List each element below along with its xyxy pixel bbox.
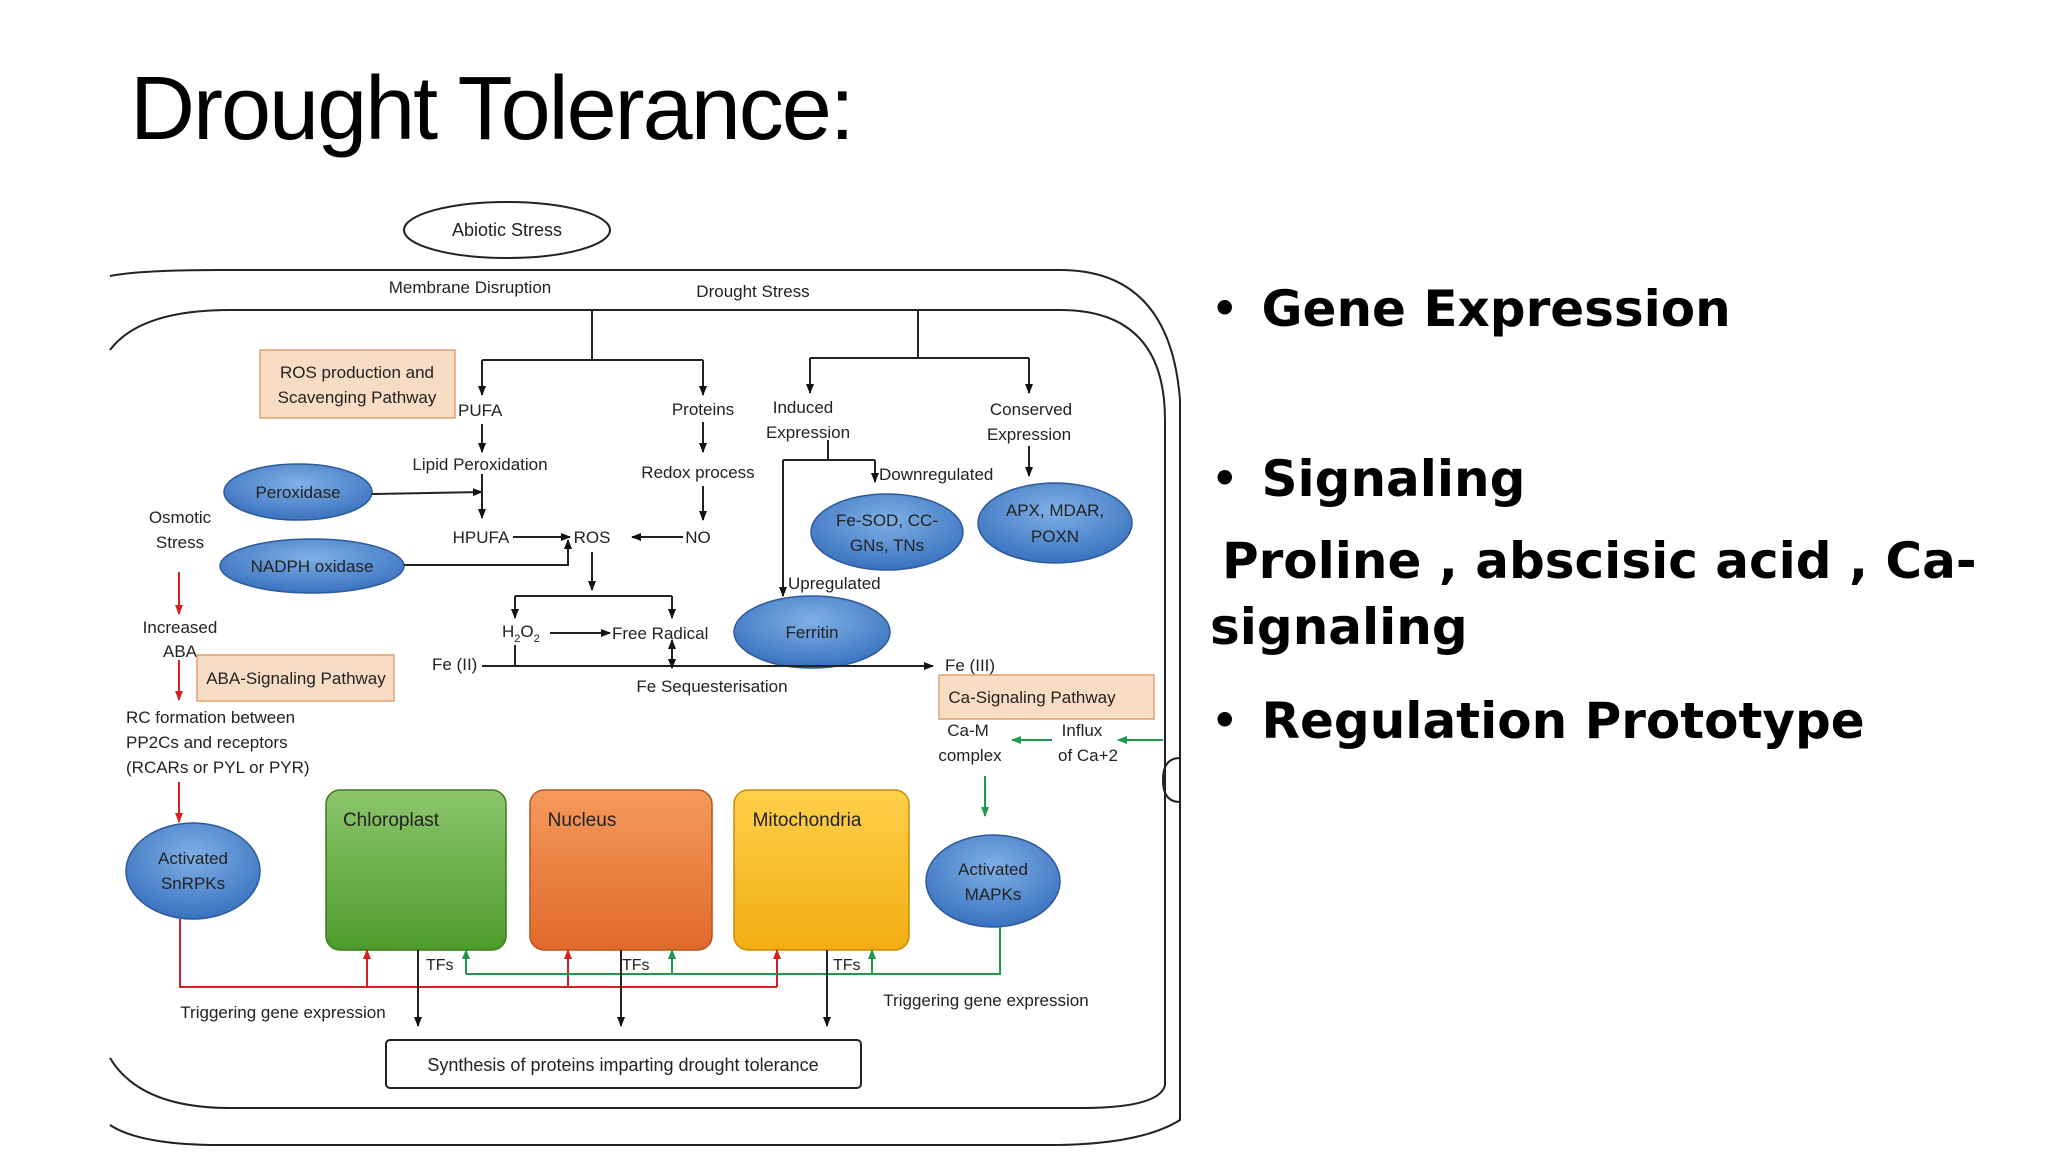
apx-label-2: POXN: [1031, 527, 1079, 546]
influx-label-1: Influx: [1062, 721, 1103, 740]
ca-pathway-box: [938, 674, 1155, 720]
bullet-marker: •: [1210, 692, 1240, 750]
rc-label-2: PP2Cs and receptors: [126, 733, 288, 752]
h2o2-label: H2O2: [502, 622, 540, 645]
apx-label-1: APX, MDAR,: [1006, 501, 1104, 520]
drought-stress-label: Drought Stress: [696, 282, 809, 301]
conserved-label-1: Conserved: [990, 400, 1072, 419]
chloroplast-node: [325, 789, 507, 951]
mapks-node: [925, 834, 1061, 928]
fe-sod-label-1: Fe-SOD, CC-: [836, 511, 938, 530]
mitochondria-label: Mitochondria: [753, 810, 862, 831]
membrane-disruption-label: Membrane Disruption: [389, 278, 552, 297]
hpufa-label: HPUFA: [453, 528, 510, 547]
ca-pathway-label: Ca-Signaling Pathway: [948, 688, 1116, 707]
mapks-label-1: Activated: [958, 860, 1028, 879]
bullet-text: Gene Expression: [1261, 280, 1731, 338]
rc-label-3: (RCARs or PYL or PYR): [126, 758, 310, 777]
chloroplast-label: Chloroplast: [343, 810, 440, 831]
inner-cell-membrane: [109, 309, 1166, 1109]
tfs-label-1: TFs: [426, 957, 454, 974]
influx-label-2: of Ca+2: [1058, 746, 1118, 765]
ferritin-label: Ferritin: [786, 623, 839, 642]
peroxidase-label: Peroxidase: [255, 483, 340, 502]
snrpks-label-2: SnRPKs: [161, 874, 225, 893]
signaling-detail: Proline , abscisic acid , Ca-signaling: [1210, 532, 1977, 656]
triggering-right-label: Triggering gene expression: [883, 991, 1088, 1010]
ros-pathway-label-2: Scavenging Pathway: [278, 388, 437, 407]
upregulated-label: Upregulated: [788, 574, 881, 593]
bullet-item-gene-expression: • Gene Expression: [1210, 280, 1731, 338]
slide-title: Drought Tolerance:: [130, 59, 855, 159]
osmotic-stress-label-2: Stress: [156, 533, 204, 552]
aba-pathway-box: [196, 654, 395, 702]
nadph-oxidase-label: NADPH oxidase: [251, 557, 374, 576]
pufa-label: PUFA: [458, 401, 503, 420]
proteins-label: Proteins: [672, 400, 734, 419]
synthesis-box: [385, 1039, 862, 1089]
induced-label-1: Induced: [773, 398, 834, 417]
bullet-marker: •: [1210, 450, 1240, 508]
lipid-peroxidation-label: Lipid Peroxidation: [412, 455, 547, 474]
mapks-label-2: MAPKs: [965, 885, 1022, 904]
abiotic-stress-node: [403, 201, 611, 259]
no-label: NO: [685, 528, 711, 547]
increased-aba-label-2: ABA: [163, 642, 198, 661]
tfs-label-2: TFs: [622, 957, 650, 974]
free-radical-label: Free Radical: [612, 624, 708, 643]
fe-ii-label: Fe (II): [432, 655, 477, 674]
snrpks-node: [125, 822, 261, 920]
redox-process-label: Redox process: [641, 463, 754, 482]
ros-label: ROS: [574, 528, 611, 547]
green-trigger-line: [466, 927, 1001, 975]
fe-sod-label-2: GNs, TNs: [850, 536, 924, 555]
drought-pathway-diagram: Abiotic Stress Membrane Disruption Droug…: [109, 201, 1181, 1146]
ca-m-label-1: Ca-M: [947, 721, 989, 740]
aba-pathway-label: ABA-Signaling Pathway: [206, 669, 386, 688]
snrpks-label-1: Activated: [158, 849, 228, 868]
red-trigger-line: [179, 919, 777, 988]
bullet-item-signaling: • Signaling: [1210, 450, 1525, 508]
cell-wall-notch: [1161, 757, 1181, 803]
outer-cell-wall: [109, 269, 1181, 1146]
ca-m-label-2: complex: [938, 746, 1002, 765]
induced-label-2: Expression: [766, 423, 850, 442]
increased-aba-label-1: Increased: [143, 618, 218, 637]
bullet-text: Signaling: [1261, 450, 1526, 508]
nucleus-label: Nucleus: [548, 810, 617, 831]
tfs-label-3: TFs: [833, 957, 861, 974]
bullet-marker: •: [1210, 280, 1240, 338]
fe-sod-node: [810, 493, 964, 571]
conserved-label-2: Expression: [987, 425, 1071, 444]
abiotic-stress-label: Abiotic Stress: [452, 220, 562, 240]
synthesis-label: Synthesis of proteins imparting drought …: [427, 1055, 818, 1075]
ferritin-node: [733, 595, 891, 669]
apx-mdar-poxn-node: [977, 482, 1133, 564]
bullet-text: Regulation Prototype: [1261, 692, 1865, 750]
fe-sequesterisation-label: Fe Sequesterisation: [636, 677, 787, 696]
peroxidase-node: [223, 463, 373, 521]
triggering-left-label: Triggering gene expression: [180, 1003, 385, 1022]
ros-pathway-label-1: ROS production and: [280, 363, 434, 382]
arrow: [371, 488, 483, 497]
osmotic-stress-label-1: Osmotic: [149, 508, 212, 527]
fe-iii-label: Fe (III): [945, 656, 995, 675]
bullet-item-regulation-prototype: • Regulation Prototype: [1210, 692, 1865, 750]
mitochondria-node: [733, 789, 910, 951]
ros-pathway-box: [259, 349, 456, 419]
arrow: [404, 539, 572, 566]
downregulated-label: Downregulated: [879, 465, 993, 484]
rc-label-1: RC formation between: [126, 708, 295, 727]
